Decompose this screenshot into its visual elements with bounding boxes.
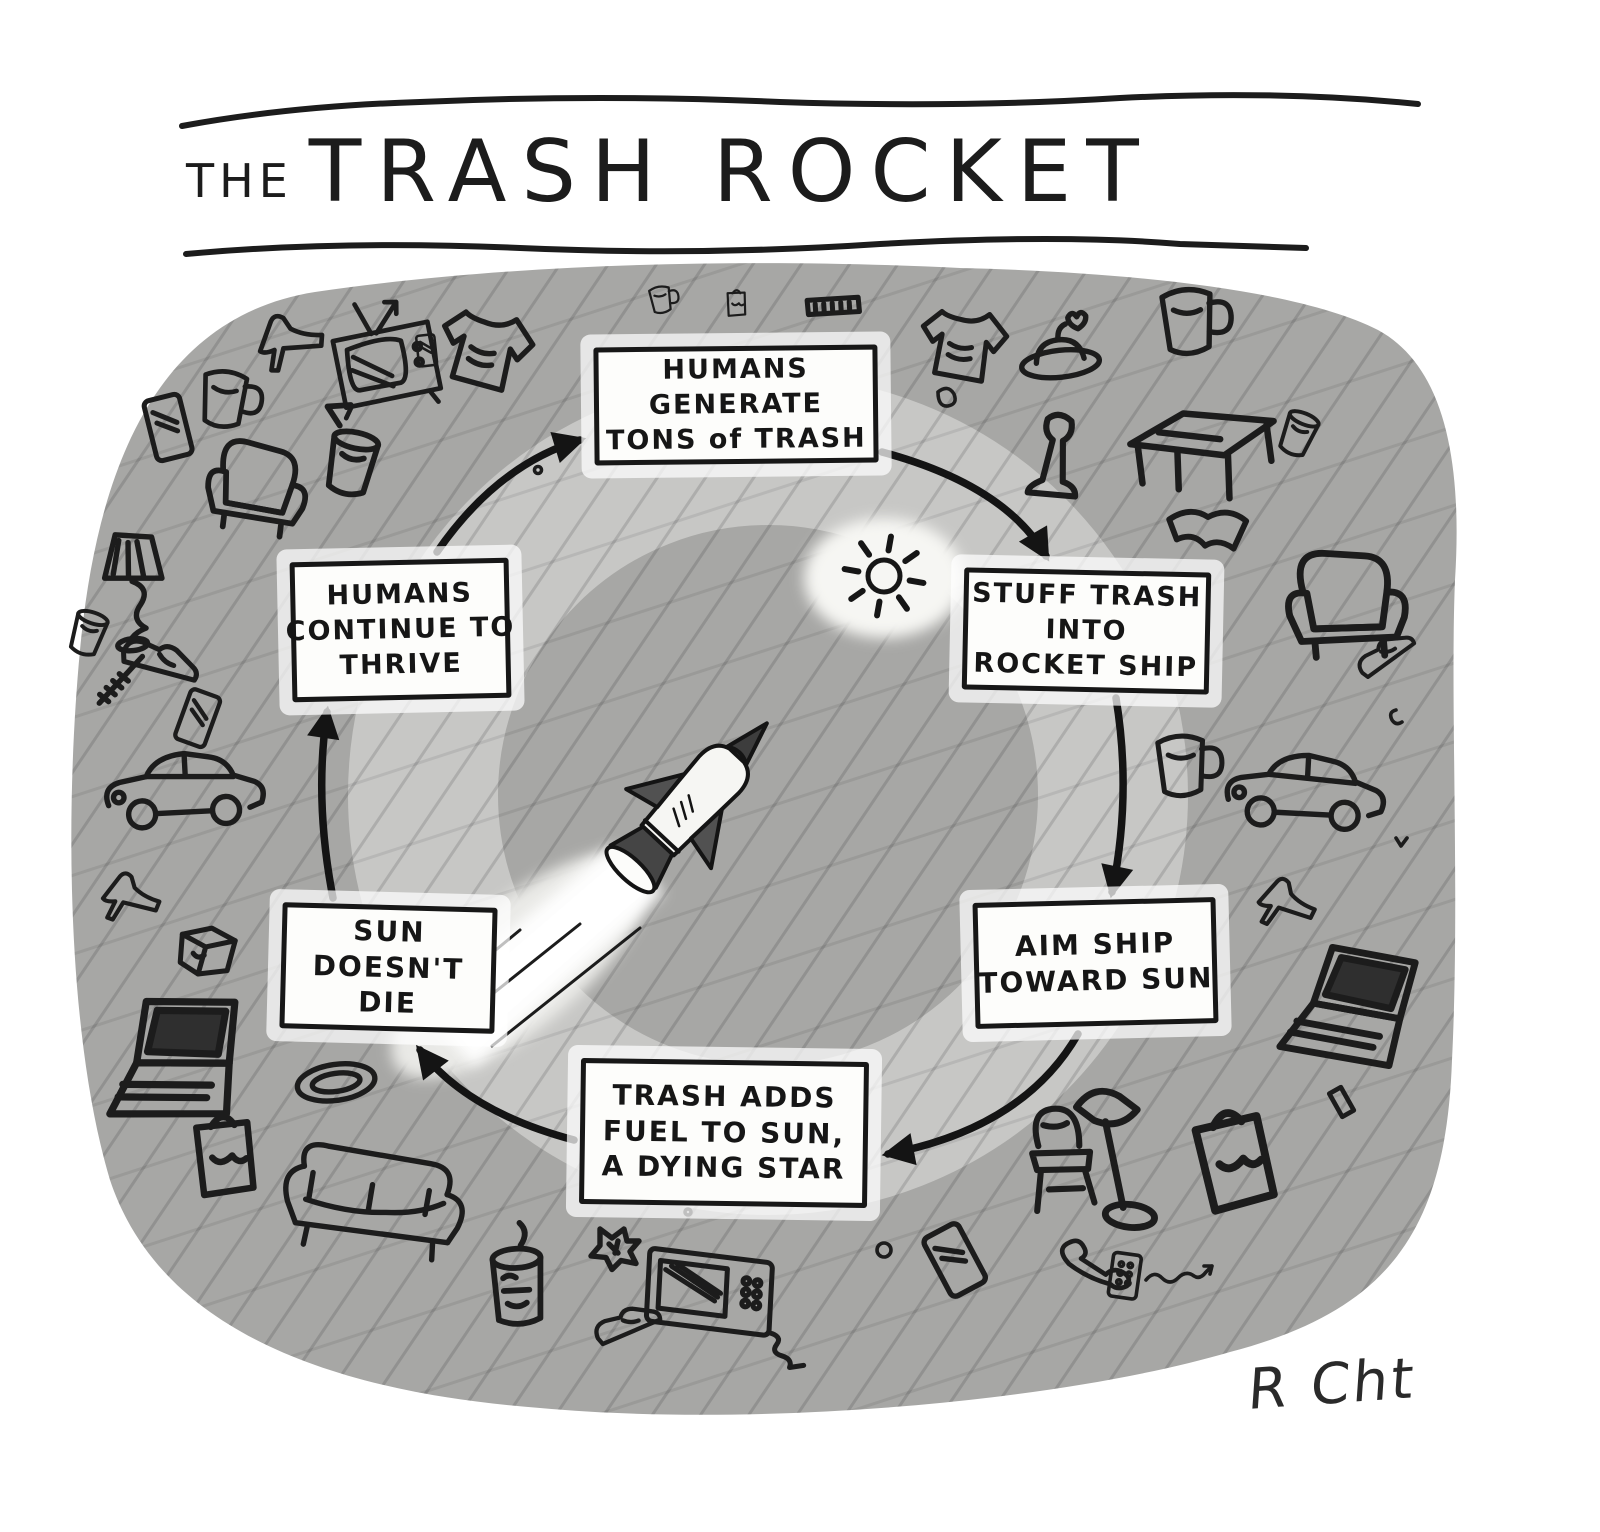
node-line: TONS of TRASH: [605, 422, 867, 457]
node-stuff-rocket: STUFF TRASH INTO ROCKET SHIP: [961, 567, 1212, 695]
node-line: ROCKET SHIP: [973, 647, 1199, 684]
trash-scrap-icon: [936, 386, 957, 408]
node-fuel-sun: TRASH ADDS FUEL TO SUN, A DYING STAR: [578, 1057, 870, 1209]
node-generate-trash: HUMANS GENERATE TONS of TRASH: [593, 344, 879, 466]
title-main: TRASH ROCKET: [308, 122, 1154, 222]
node-line: STUFF TRASH: [971, 578, 1203, 614]
node-line: CONTINUE TO: [285, 611, 516, 648]
arrow-aim-to-fuel: [881, 1030, 1082, 1166]
node-line: DIE: [357, 985, 418, 1021]
node-line: HUMANS: [662, 353, 809, 387]
node-line: GENERATE: [648, 388, 824, 422]
artist-signature: R Cht: [1245, 1345, 1419, 1424]
arrow-sun-to-thrive: [307, 705, 340, 902]
rocket-icon: [604, 721, 769, 895]
arrow-fuel-to-sun: [416, 1044, 578, 1144]
cycle-arrows: [307, 431, 1134, 1166]
node-line: AIM SHIP: [1014, 925, 1176, 963]
page-title: THE TRASH ROCKET: [186, 122, 1154, 222]
title-rules: [179, 92, 1421, 257]
node-aim-ship: AIM SHIP TOWARD SUN: [972, 897, 1219, 1029]
phone-cord: [1144, 1264, 1214, 1284]
node-line: DOESN'T: [312, 948, 465, 986]
node-line: HUMANS: [326, 577, 474, 613]
node-line: TRASH ADDS: [612, 1078, 837, 1115]
trash-doodles: [64, 282, 1416, 1369]
node-line: TOWARD SUN: [978, 960, 1214, 1000]
arrow-stuff-to-aim: [1101, 694, 1134, 899]
node-line: THRIVE: [339, 647, 464, 682]
node-line: INTO: [1045, 614, 1128, 648]
trash-opened-can-icon: [311, 402, 386, 498]
trash-telephone-icon: [1060, 1231, 1214, 1301]
title-article: THE: [186, 154, 293, 208]
node-humans-thrive: HUMANS CONTINUE TO THRIVE: [285, 557, 516, 703]
node-line: FUEL TO SUN,: [602, 1113, 846, 1151]
debris-mark: [683, 1207, 693, 1217]
node-sun-survives: SUN DOESN'T DIE: [279, 902, 498, 1034]
debris-mark: [1388, 708, 1404, 726]
node-line: SUN: [352, 913, 427, 949]
sun-icon: [841, 533, 927, 619]
debris-mark: [532, 464, 544, 476]
debris-mark: [1394, 836, 1409, 848]
arrow-thrive-to-generate: [433, 431, 587, 556]
trash-ring-icon: [875, 1241, 893, 1259]
arrow-generate-to-stuff: [878, 448, 1050, 562]
node-line: A DYING STAR: [601, 1149, 846, 1187]
